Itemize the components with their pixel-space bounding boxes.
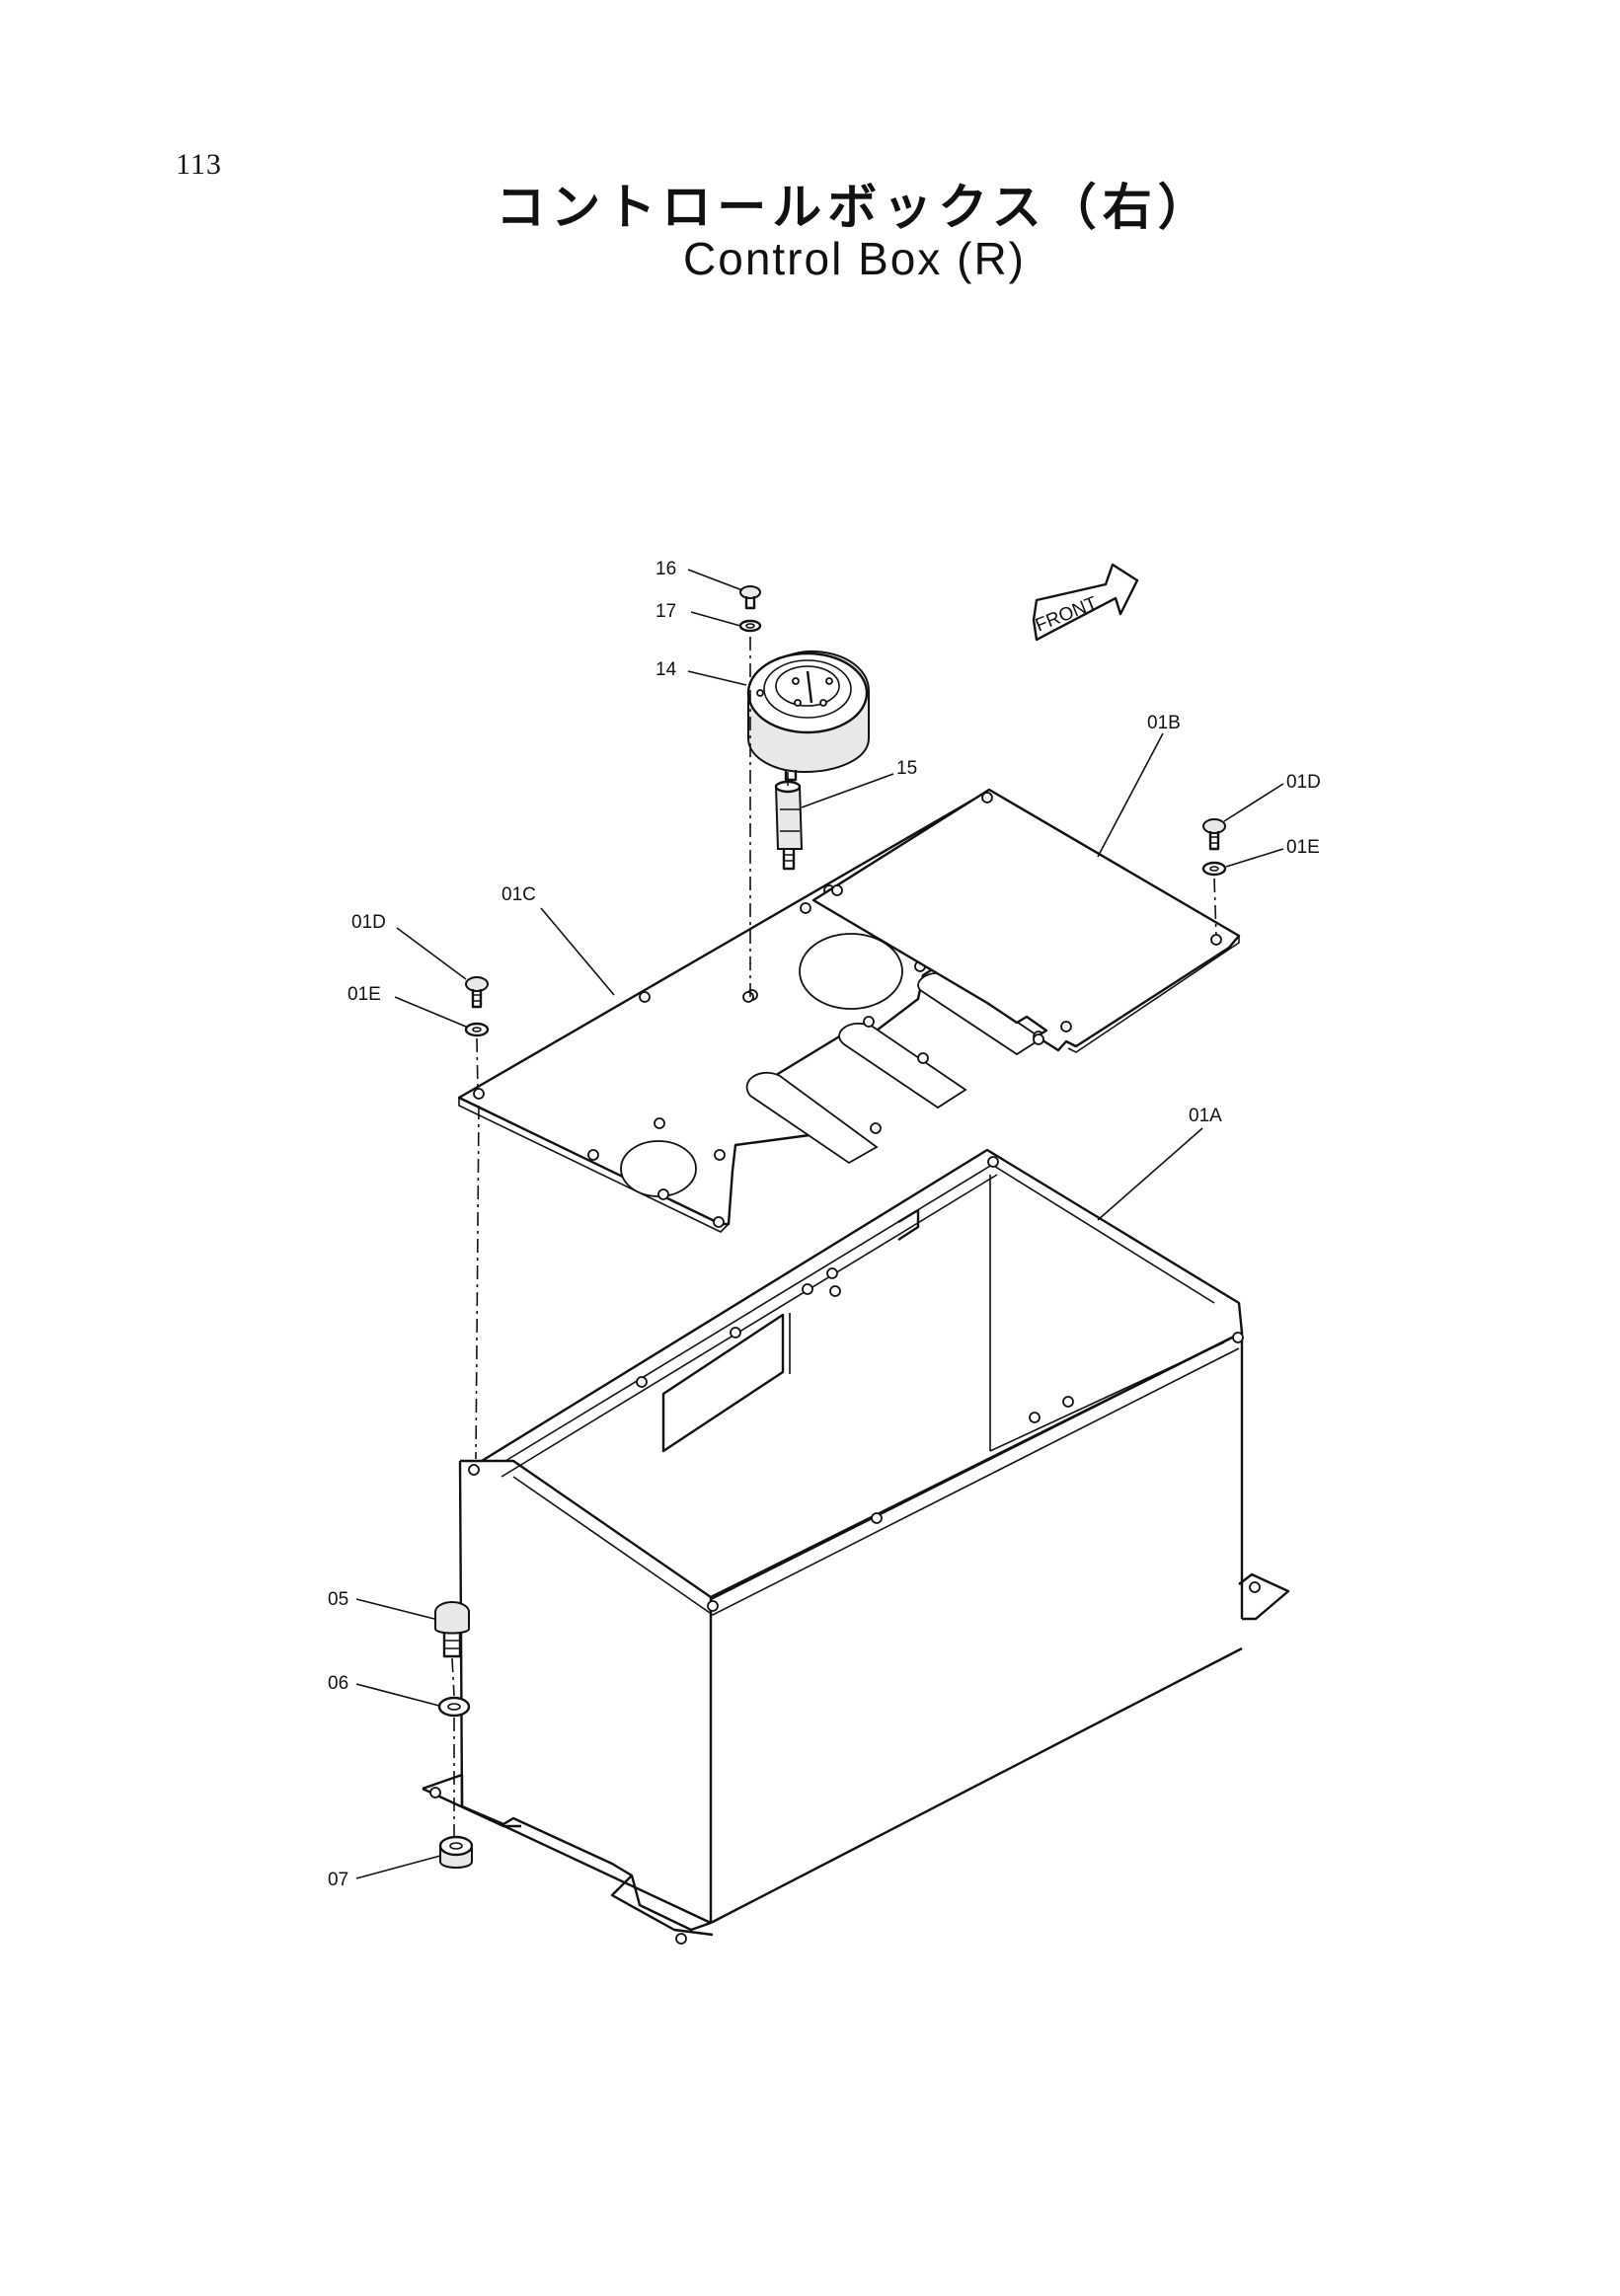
title-japanese: コントロールボックス（右） — [496, 179, 1213, 236]
front-arrow-marker: FRONT — [1032, 563, 1139, 642]
washer-01E-left — [464, 1022, 490, 1037]
label-01E-left: 01E — [347, 984, 381, 1005]
washer-06 — [437, 1696, 471, 1718]
box-body-01A — [422, 1148, 1290, 1945]
label-15: 15 — [896, 758, 917, 779]
nut-07 — [438, 1835, 474, 1869]
gauge-14 — [746, 650, 870, 782]
screw-16 — [739, 585, 761, 610]
label-16: 16 — [656, 559, 676, 579]
label-17: 17 — [656, 601, 676, 622]
label-01A: 01A — [1189, 1106, 1222, 1126]
bolt-05 — [434, 1601, 470, 1658]
label-01C: 01C — [501, 884, 536, 905]
label-01E-right: 01E — [1286, 837, 1320, 858]
label-07: 07 — [328, 1870, 348, 1890]
washer-17 — [738, 619, 762, 633]
part-labels: 16 17 14 15 01B 01D 01E 01C 01D 01E 01A … — [328, 559, 1321, 1890]
washer-01E-right — [1201, 861, 1227, 877]
screw-01D-right — [1202, 818, 1226, 851]
spacer-15 — [774, 780, 804, 871]
title-english: Control Box (R) — [683, 233, 1026, 284]
page-number: 113 — [176, 148, 222, 181]
cover-plate-01B — [811, 788, 1241, 1053]
screw-01D-left — [465, 976, 489, 1009]
assembly-lines — [451, 637, 1217, 1836]
label-14: 14 — [656, 659, 677, 680]
label-01D-left: 01D — [351, 912, 386, 933]
label-01D-right: 01D — [1286, 772, 1321, 793]
label-06: 06 — [328, 1673, 348, 1694]
label-01B: 01B — [1147, 713, 1181, 733]
leader-lines — [355, 569, 1284, 1879]
label-05: 05 — [328, 1589, 348, 1610]
